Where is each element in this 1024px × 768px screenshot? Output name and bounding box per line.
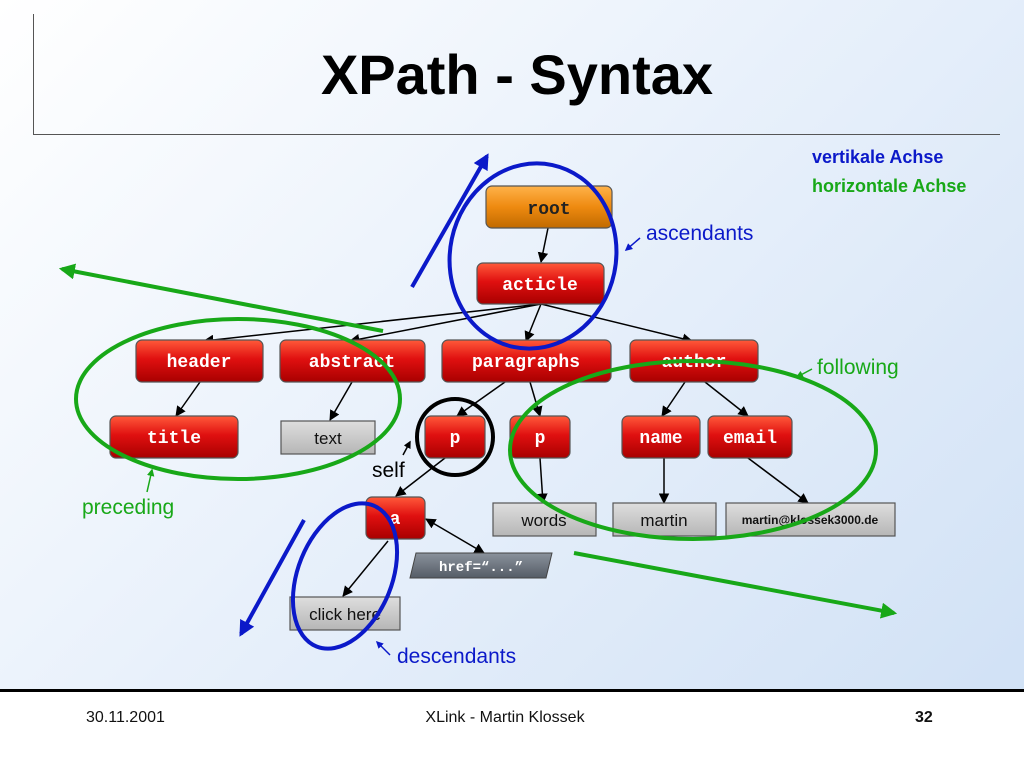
node-p2: p	[509, 415, 571, 459]
node-text-label: text	[314, 429, 342, 448]
node-click-here-label: click here	[309, 605, 381, 624]
self-pointer	[402, 440, 411, 456]
node-paragraphs: paragraphs	[441, 339, 612, 383]
ascendants-label: ascendants	[646, 222, 753, 245]
edge-acticle-author	[540, 303, 694, 344]
node-name-box	[621, 415, 701, 459]
self-label: self	[372, 459, 405, 482]
node-acticle-label: acticle	[502, 276, 578, 296]
node-text-box	[280, 420, 376, 455]
node-paragraphs-label: paragraphs	[472, 353, 580, 373]
edge-header-title	[175, 381, 201, 417]
edge-paragraphs-p	[456, 381, 506, 417]
node-martin: martin	[612, 502, 717, 537]
edge-a-clickhere	[342, 540, 389, 597]
footer-title: XLink - Martin Klossek	[425, 709, 585, 726]
node-words-label: words	[520, 511, 566, 530]
node-p-self-box	[424, 415, 486, 459]
node-p-self-label: p	[450, 429, 461, 449]
footer-date: 30.11.2001	[86, 709, 165, 726]
slide-title: XPath - Syntax	[320, 43, 714, 106]
node-abstract-label: abstract	[309, 353, 395, 373]
preceding-ellipse	[74, 317, 402, 481]
node-p-self: p	[424, 415, 486, 459]
xpath-axis-diagram: vertikale Achse horizontale Achse	[58, 147, 966, 668]
node-paragraphs-box	[441, 339, 612, 383]
node-email-label: email	[723, 429, 777, 449]
page-number: 32	[915, 709, 933, 726]
edge-paragraphs-p2	[529, 381, 543, 418]
following-direction-arrow	[573, 551, 898, 619]
node-href-label: href=“...”	[439, 560, 523, 576]
ascendants-ellipse	[447, 161, 619, 351]
edge-acticle-paragraphs	[524, 303, 542, 342]
axis-overlays	[58, 153, 898, 651]
preceding-label: preceding	[82, 496, 174, 519]
edge-email-address	[747, 457, 809, 504]
node-abstract: abstract	[279, 339, 426, 383]
title-area: XPath - Syntax	[0, 0, 1024, 140]
node-text: text	[280, 420, 376, 455]
legend-vertical-axis: vertikale Achse	[812, 147, 943, 167]
following-ellipse	[508, 359, 878, 541]
edge-p-a	[395, 457, 446, 497]
node-root: root	[485, 185, 613, 229]
descendant-direction-arrow	[239, 519, 306, 637]
edge-p2-words	[537, 457, 548, 505]
edge-root-acticle	[537, 227, 549, 264]
legend-horizontal-axis: horizontale Achse	[812, 176, 966, 196]
footer-divider	[0, 689, 1024, 692]
node-header-label: header	[167, 353, 232, 373]
node-email: email	[707, 415, 793, 459]
node-acticle-box	[476, 262, 605, 305]
node-root-label: root	[527, 200, 570, 220]
descendants-label: descendants	[397, 645, 516, 668]
node-p2-label: p	[535, 429, 546, 449]
axis-annotations: ascendants following preceding self desc…	[82, 222, 899, 668]
tree-nodes: root acticle header abstract paragraphs …	[109, 185, 896, 631]
edge-acticle-header	[202, 303, 542, 346]
node-header: header	[135, 339, 264, 383]
node-email-box	[707, 415, 793, 459]
ascendant-direction-arrow	[410, 153, 489, 288]
title-vertical-rule	[33, 14, 34, 135]
node-href: href=“...”	[409, 552, 553, 579]
following-label: following	[817, 356, 899, 379]
node-a-label: a	[390, 510, 401, 530]
node-acticle: acticle	[476, 262, 605, 305]
self-circle	[415, 397, 495, 477]
descendants-pointer	[375, 640, 391, 656]
edge-a-href	[425, 518, 485, 554]
edge-abstract-text	[329, 381, 353, 421]
node-martin-label: martin	[640, 511, 687, 530]
node-header-box	[135, 339, 264, 383]
node-href-box	[409, 552, 553, 579]
edge-author-email	[704, 381, 749, 417]
node-name-label: name	[639, 429, 682, 449]
descendants-ellipse	[290, 501, 400, 651]
node-click-here: click here	[289, 596, 401, 631]
tree-edges	[175, 227, 809, 597]
preceding-direction-arrow	[58, 263, 384, 333]
node-root-box	[485, 185, 613, 229]
node-title-box	[109, 415, 239, 459]
footer: 30.11.2001 XLink - Martin Klossek 32	[0, 692, 1024, 768]
preceding-pointer	[146, 468, 155, 493]
edge-acticle-abstract	[348, 303, 542, 345]
title-horizontal-rule	[33, 134, 1000, 135]
node-title-label: title	[147, 429, 201, 449]
node-name: name	[621, 415, 701, 459]
node-click-here-box	[289, 596, 401, 631]
edge-author-name	[661, 381, 686, 417]
node-title: title	[109, 415, 239, 459]
following-pointer	[795, 368, 813, 378]
ascendants-pointer	[624, 237, 641, 251]
